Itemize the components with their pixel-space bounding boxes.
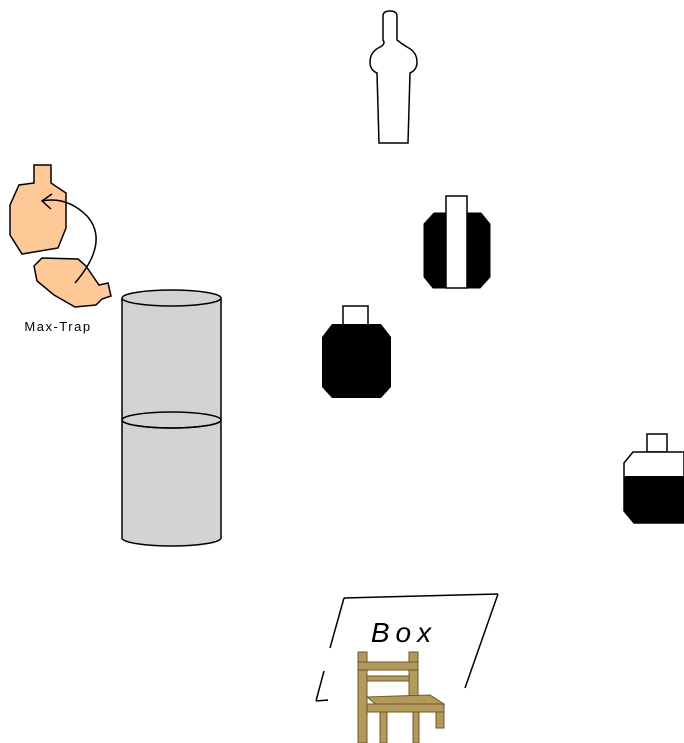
max-trap-label: Max-Trap xyxy=(24,319,91,334)
stacked-barrel xyxy=(121,289,222,547)
chair-icon xyxy=(357,651,446,743)
shooting-box: Box xyxy=(315,593,499,702)
box-label: Box xyxy=(371,617,437,648)
black-target-white-stripe xyxy=(423,195,491,289)
white-silhouette-target xyxy=(369,10,418,144)
max-trap-swinging-target: Max-Trap xyxy=(9,164,112,334)
solid-black-target xyxy=(322,305,391,398)
half-black-target xyxy=(623,433,684,524)
